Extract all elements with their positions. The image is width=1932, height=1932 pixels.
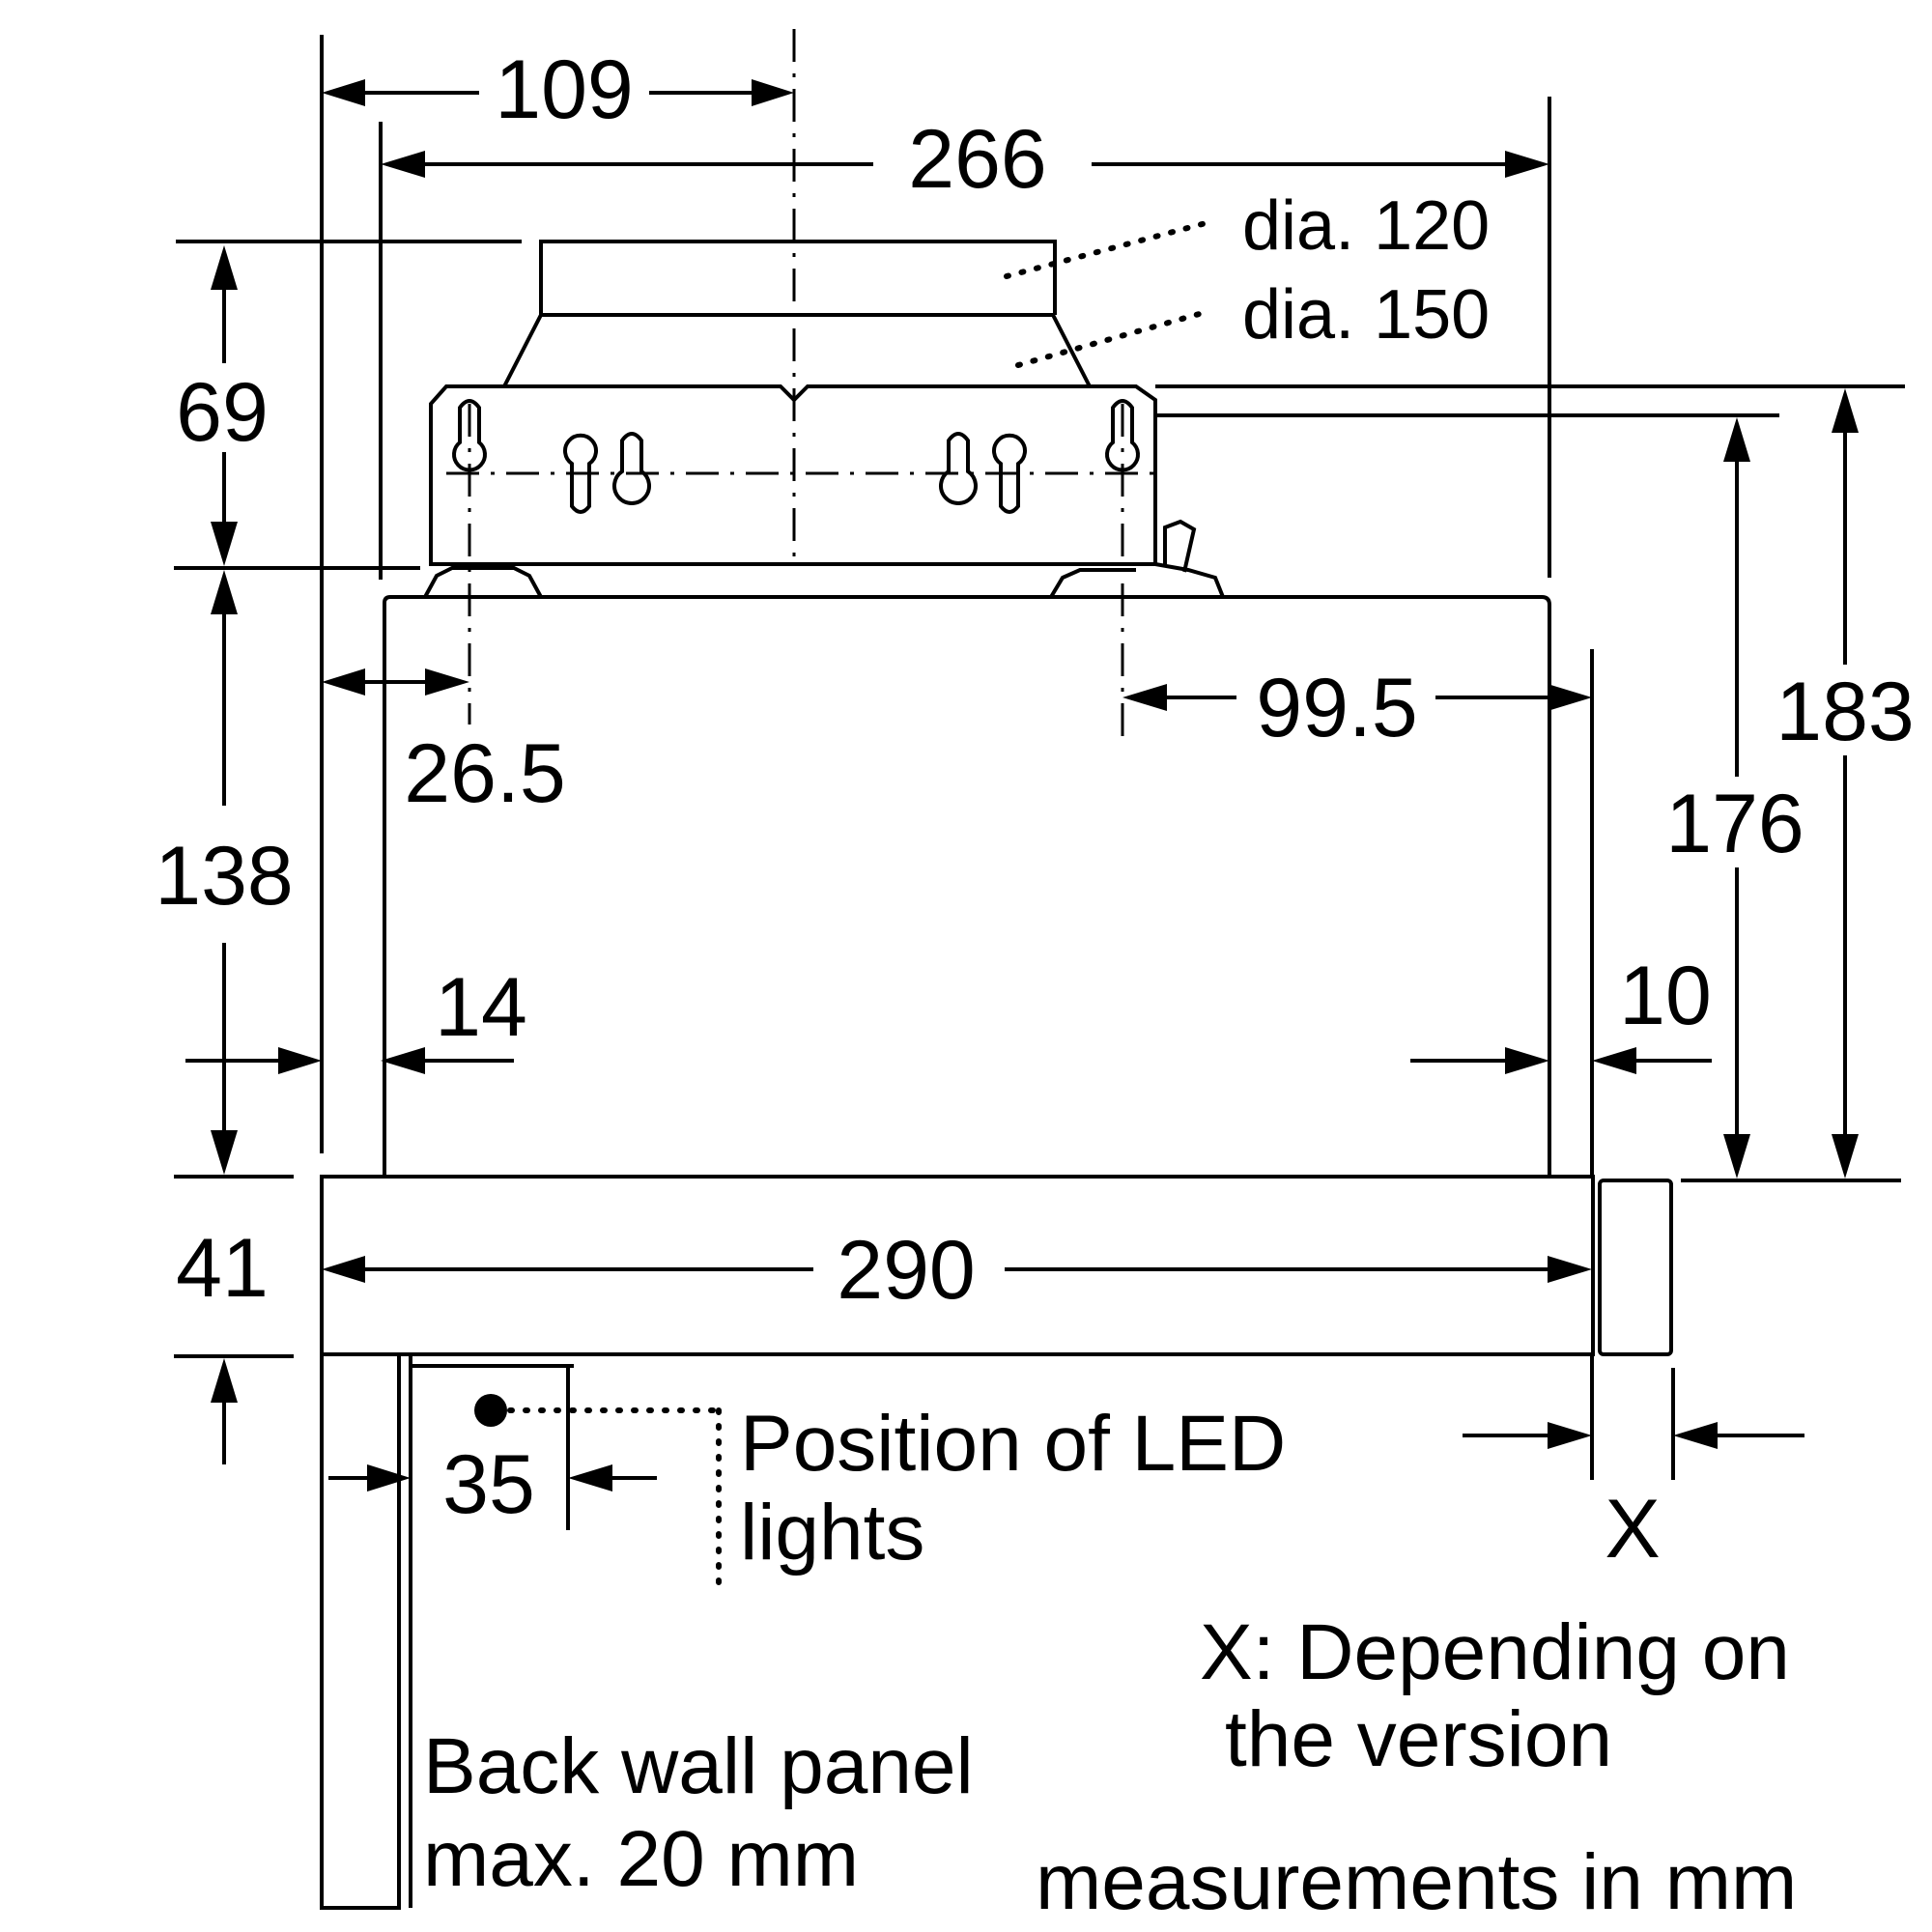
- note-led-line1: Position of LED: [740, 1400, 1286, 1488]
- slot-4: [992, 433, 1027, 514]
- back-wall-panel: [320, 1354, 401, 1910]
- dim-x: X: [1605, 1483, 1660, 1576]
- callout-dia-120: dia. 120: [1242, 187, 1490, 265]
- dim-109: 109: [495, 43, 634, 136]
- dim-183: 183: [1776, 666, 1915, 758]
- dimension-labels: 109 266 69 138 41 26.5 14 99.5 10 176 18…: [155, 43, 1915, 1576]
- dim-69: 69: [176, 366, 269, 459]
- hood-main-body: [383, 595, 1551, 1177]
- duct-flange-collar: [539, 240, 1057, 315]
- extension-lines: [174, 35, 1905, 1530]
- led-position-marker: [474, 1394, 507, 1427]
- note-led-line2: lights: [740, 1489, 924, 1577]
- leader-dia120: [1004, 219, 1212, 279]
- keyhole-right: [1105, 399, 1140, 472]
- note-panel-line1: Back wall panel: [423, 1722, 974, 1810]
- keyhole-left: [452, 399, 487, 472]
- dim-138: 138: [155, 830, 294, 923]
- hood-bottom-panel: [320, 1175, 1595, 1356]
- dim-41: 41: [176, 1222, 269, 1315]
- leader-dia150: [1015, 308, 1212, 368]
- dim-14: 14: [435, 961, 527, 1054]
- dim-26-5: 26.5: [404, 727, 565, 820]
- notes: dia. 120 dia. 150 Position of LED lights…: [423, 187, 1797, 1926]
- dim-176: 176: [1665, 778, 1804, 870]
- slot-1: [563, 433, 598, 514]
- dim-10: 10: [1619, 950, 1712, 1042]
- plate-lever-handle: [1163, 519, 1197, 573]
- mounting-plate: [429, 384, 1157, 566]
- hood-outline: [320, 240, 1673, 1910]
- arrowheads: [211, 79, 1859, 1492]
- dim-290: 290: [837, 1224, 976, 1317]
- plate-lever: [1154, 562, 1225, 598]
- callout-dia-150: dia. 150: [1242, 276, 1490, 354]
- note-units: measurements in mm: [1036, 1838, 1797, 1926]
- slot-3: [939, 432, 978, 505]
- duct-flange-cone: [502, 313, 1092, 387]
- dim-99-5: 99.5: [1256, 662, 1417, 754]
- plate-foot-right: [1049, 568, 1136, 599]
- note-panel-line2: max. 20 mm: [423, 1815, 859, 1903]
- centre-lines: [446, 29, 1155, 742]
- slot-2: [612, 432, 651, 505]
- note-x-line2: the version: [1225, 1695, 1612, 1783]
- note-x-line1: X: Depending on: [1200, 1608, 1790, 1696]
- leaders: [474, 219, 1212, 1587]
- mounting-holes: [452, 399, 1140, 514]
- dim-266: 266: [908, 113, 1047, 206]
- pullout-front: [1598, 1179, 1673, 1356]
- plate-foot-left: [423, 566, 543, 598]
- dim-35: 35: [442, 1438, 535, 1531]
